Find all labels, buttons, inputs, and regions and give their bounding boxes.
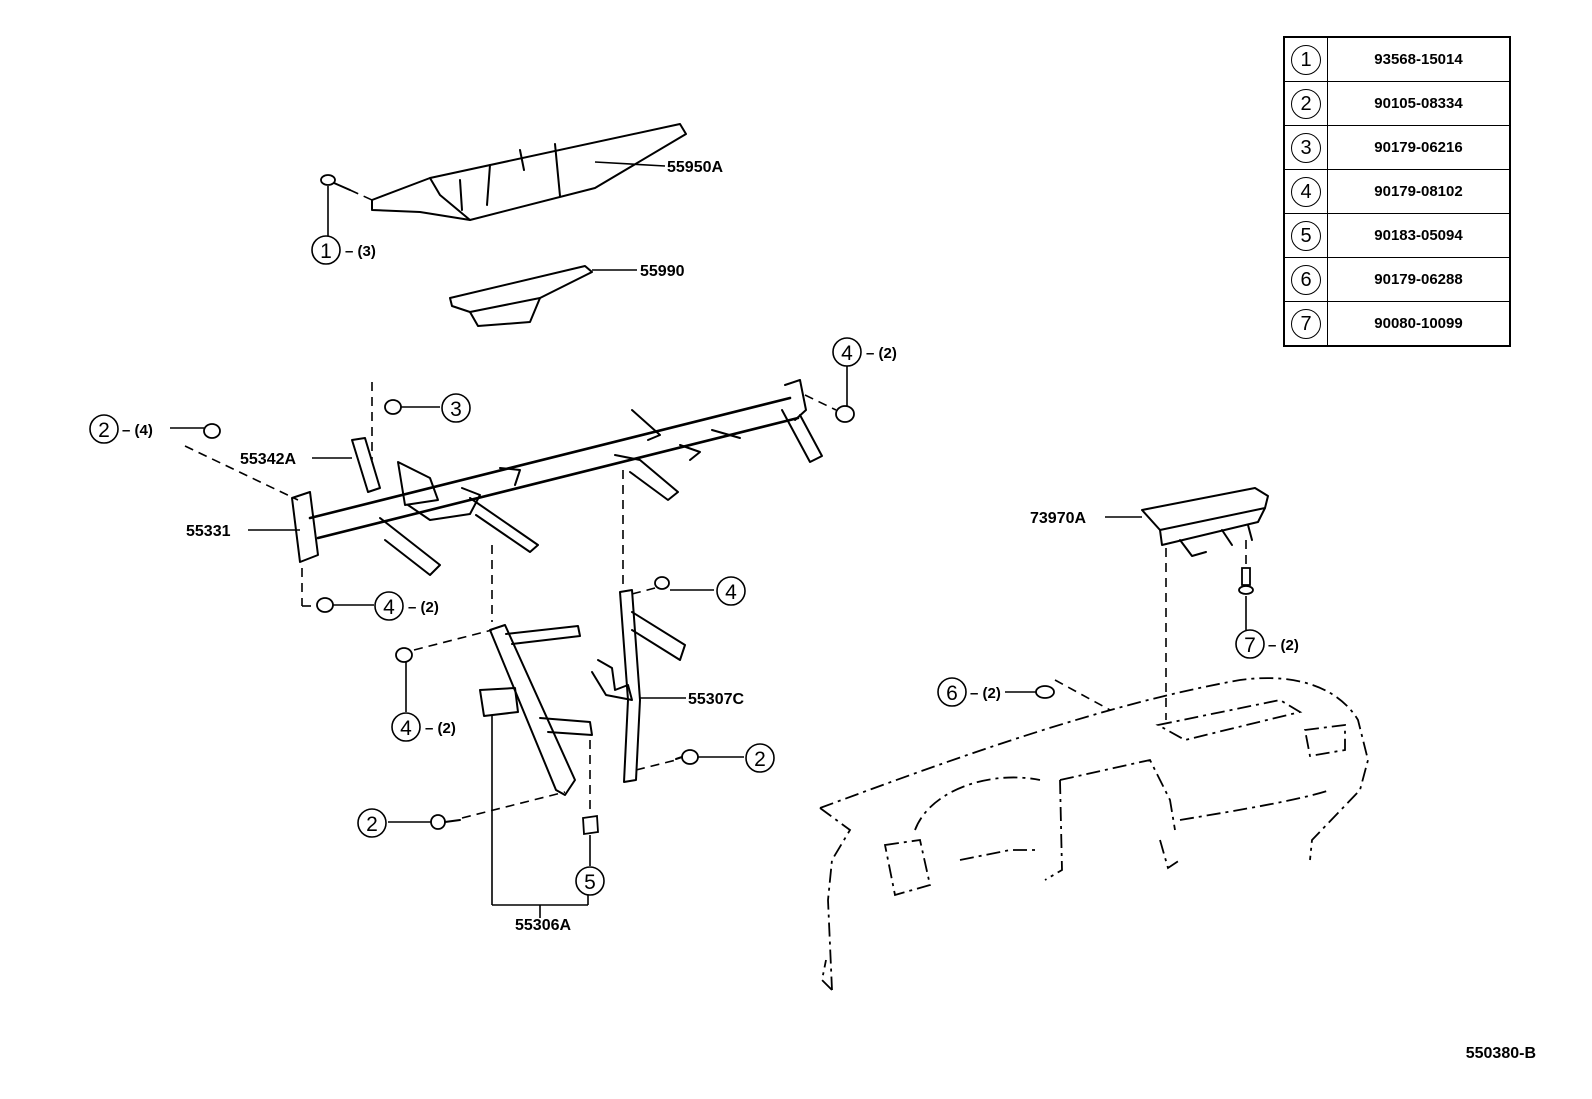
svg-text:– (4): – (4) <box>122 422 153 439</box>
svg-text:– (2): – (2) <box>408 599 439 616</box>
svg-text:7: 7 <box>1244 634 1256 657</box>
legend-part-number: 90179-06288 <box>1327 257 1511 302</box>
nut-4-right[interactable] <box>804 366 855 423</box>
part-55990-duct[interactable] <box>449 265 637 327</box>
svg-text:– (3): – (3) <box>345 243 376 260</box>
svg-text:5: 5 <box>584 871 596 894</box>
clip-6[interactable] <box>1005 679 1111 711</box>
legend-key-7: 7 <box>1291 308 1321 339</box>
legend-row: 5 90183-05094 <box>1283 213 1511 258</box>
part-55306a-brace[interactable] <box>479 624 593 796</box>
clip-5[interactable] <box>582 740 599 866</box>
bolt-2-mid[interactable] <box>635 749 744 771</box>
legend-key-3: 3 <box>1291 132 1321 163</box>
callout-6: 6 – (2) <box>937 677 1001 707</box>
diagram-id: 550380-B <box>1466 1045 1536 1062</box>
bolt-2-lower[interactable] <box>388 791 566 830</box>
nut-4-lower-left[interactable] <box>301 568 374 613</box>
callout-3: 3 <box>441 393 471 423</box>
legend-key-6: 6 <box>1291 264 1321 295</box>
legend-key-4: 4 <box>1291 176 1321 207</box>
label-73970a: 73970A <box>1030 510 1086 527</box>
legend-part-number: 90105-08334 <box>1327 81 1511 126</box>
svg-text:2: 2 <box>366 813 378 836</box>
legend-row: 7 90080-10099 <box>1283 301 1511 347</box>
part-55331-reinforcement-beam[interactable] <box>291 379 823 576</box>
svg-text:2: 2 <box>98 419 110 442</box>
svg-text:– (2): – (2) <box>425 720 456 737</box>
part-55950a-cover[interactable] <box>371 123 687 221</box>
callout-4c: 4 <box>716 576 746 606</box>
callout-4d: 4 – (2) <box>391 712 456 742</box>
legend-key-1: 1 <box>1291 44 1321 75</box>
label-55950a: 55950A <box>667 159 723 176</box>
legend-row: 1 93568-15014 <box>1283 36 1511 82</box>
instrument-panel-outline <box>819 677 1369 991</box>
callout-2b: 2 <box>357 808 387 838</box>
callout-2c: 2 <box>745 743 775 773</box>
part-55342a-bracket[interactable] <box>312 382 381 493</box>
legend-key-5: 5 <box>1291 220 1321 251</box>
svg-text:2: 2 <box>754 748 766 771</box>
legend-row: 2 90105-08334 <box>1283 81 1511 126</box>
svg-text:3: 3 <box>450 398 462 421</box>
svg-text:4: 4 <box>383 596 395 619</box>
label-55990: 55990 <box>640 263 685 280</box>
svg-text:4: 4 <box>725 581 737 604</box>
legend-part-number: 90183-05094 <box>1327 213 1511 258</box>
nut-4-left-brace[interactable] <box>395 629 493 712</box>
svg-text:1: 1 <box>320 240 332 263</box>
label-55331: 55331 <box>186 523 231 540</box>
callout-4a: 4 – (2) <box>832 337 897 367</box>
callout-1: 1 – (3) <box>311 235 376 265</box>
parts-legend-table: 1 93568-15014 2 90105-08334 3 90179-0621… <box>1283 36 1511 347</box>
callout-7: 7 – (2) <box>1235 629 1299 659</box>
label-55307c: 55307C <box>688 691 744 708</box>
legend-row: 6 90179-06288 <box>1283 257 1511 302</box>
callout-4b: 4 – (2) <box>374 591 439 621</box>
svg-text:4: 4 <box>841 342 853 365</box>
svg-text:– (2): – (2) <box>866 345 897 362</box>
bolt-2-upper[interactable] <box>170 423 299 501</box>
callout-5: 5 <box>575 866 605 896</box>
part-73970a-airbag[interactable] <box>1105 487 1269 557</box>
legend-part-number: 90179-08102 <box>1327 169 1511 214</box>
bolt-7[interactable] <box>1238 540 1254 630</box>
label-55342a: 55342A <box>240 451 296 468</box>
nut-4-mid[interactable] <box>631 576 714 595</box>
part-55307c-brace[interactable] <box>591 589 686 783</box>
svg-text:4: 4 <box>400 717 412 740</box>
legend-row: 3 90179-06216 <box>1283 125 1511 170</box>
callout-2a: 2 – (4) <box>89 414 153 444</box>
screw-1[interactable] <box>320 174 373 236</box>
legend-part-number: 90080-10099 <box>1327 301 1511 347</box>
bracket-55306a-group <box>491 716 589 918</box>
nut-3[interactable] <box>384 399 440 415</box>
legend-part-number: 93568-15014 <box>1327 36 1511 82</box>
svg-text:6: 6 <box>946 682 958 705</box>
svg-text:– (2): – (2) <box>1268 637 1299 654</box>
legend-part-number: 90179-06216 <box>1327 125 1511 170</box>
legend-key-2: 2 <box>1291 88 1321 119</box>
svg-text:– (2): – (2) <box>970 685 1001 702</box>
legend-row: 4 90179-08102 <box>1283 169 1511 214</box>
label-55306a: 55306A <box>515 917 571 934</box>
